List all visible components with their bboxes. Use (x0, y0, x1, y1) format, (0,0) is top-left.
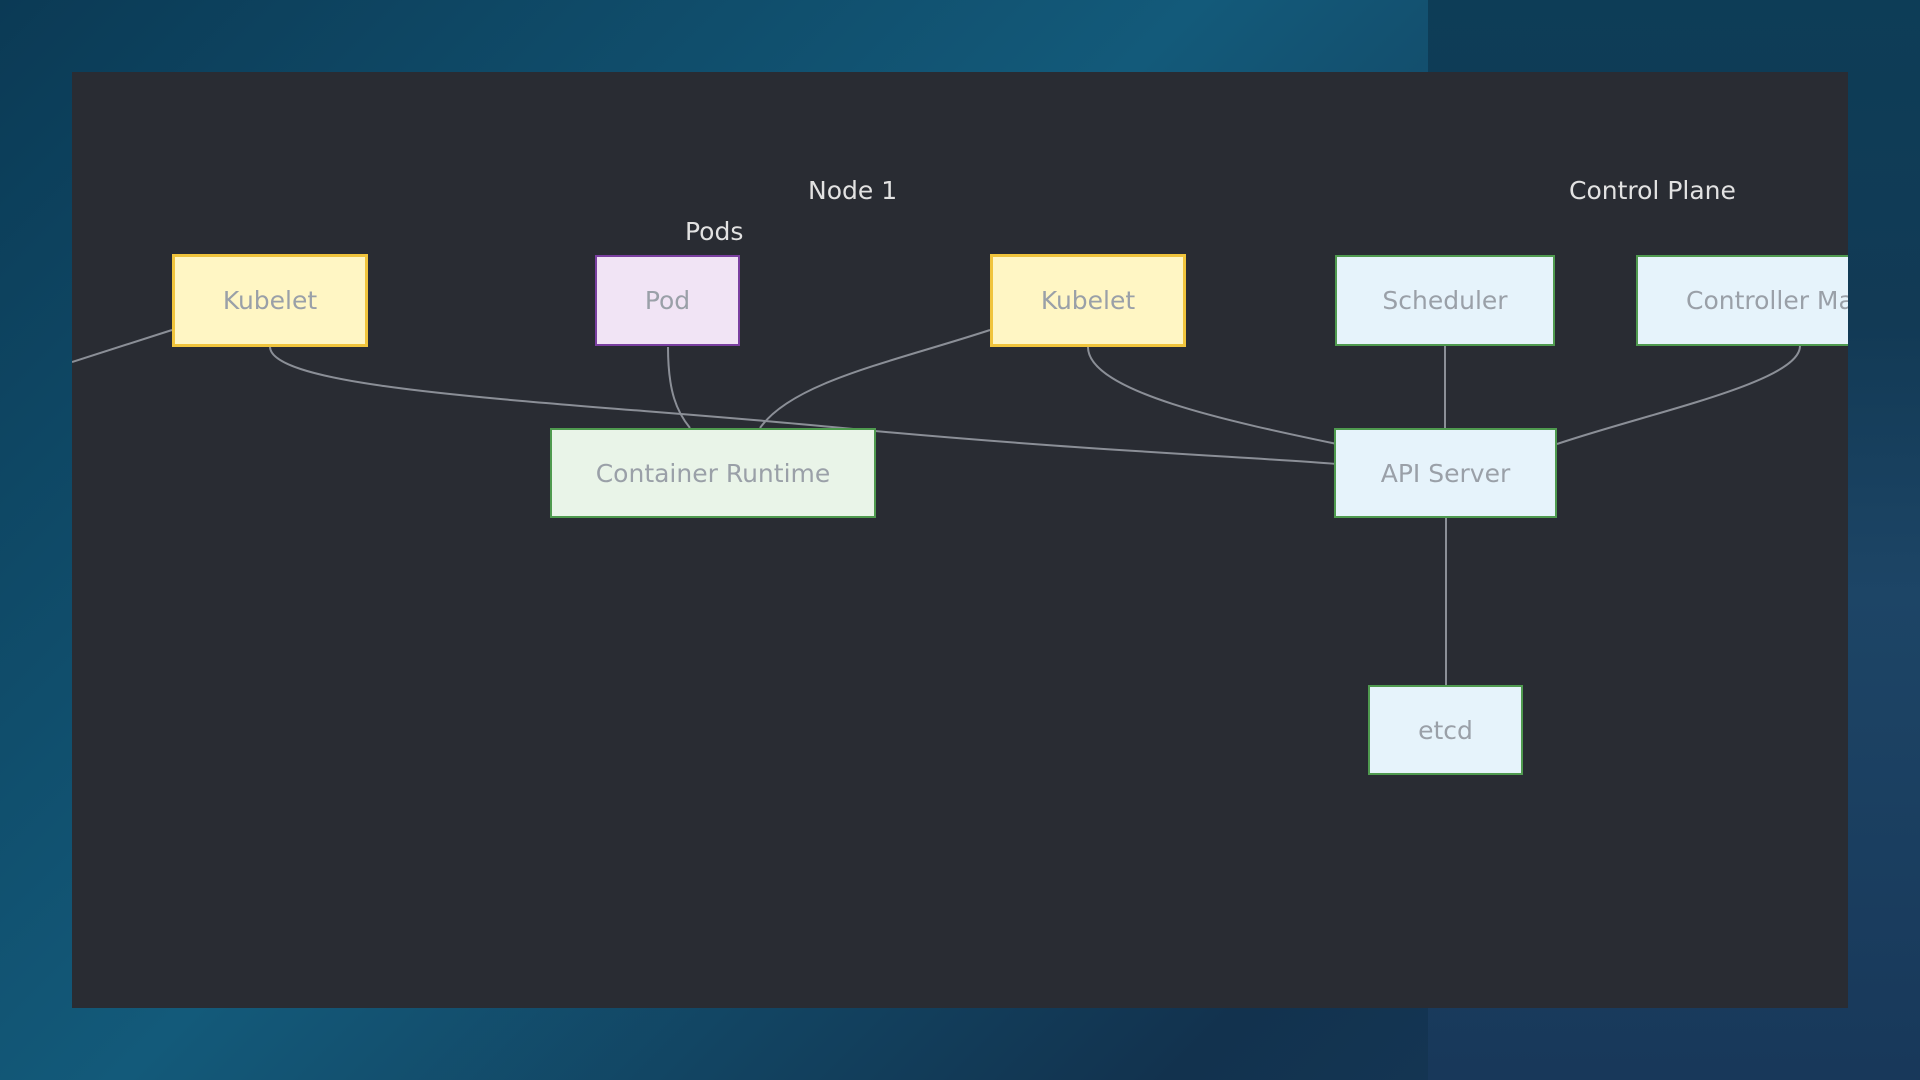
edge-offscreen-to-kubelet-left (72, 329, 173, 363)
scheduler-node[interactable]: Scheduler (1335, 255, 1555, 346)
diagram-edges (72, 329, 1801, 685)
etcd-node[interactable]: etcd (1368, 685, 1523, 775)
edge-pod-to-container-runtime (667, 346, 691, 429)
controller-manager-node-label: Controller Ma (1686, 286, 1848, 315)
kubelet-node-right[interactable]: Kubelet (990, 254, 1186, 347)
pod-node[interactable]: Pod (595, 255, 740, 346)
pod-node-label: Pod (644, 286, 691, 315)
edge-kubelet-left-to-api-server (269, 346, 1338, 465)
diagram-canvas: Node 1 Pods Control Plane Kubelet Pod Ku… (72, 72, 1848, 1008)
api-server-node-label: API Server (1380, 458, 1511, 488)
edge-kubelet-right-to-api-server (1087, 346, 1338, 445)
container-runtime-node[interactable]: Container Runtime (550, 428, 876, 518)
controller-manager-node[interactable]: Controller Ma (1636, 255, 1848, 346)
container-runtime-node-label: Container Runtime (595, 458, 831, 488)
group-label-pods: Pods (685, 217, 744, 246)
edge-kubelet-right-to-container-runtime (759, 329, 991, 429)
group-label-control-plane: Control Plane (1569, 176, 1736, 205)
kubelet-node-left-label: Kubelet (222, 286, 318, 315)
etcd-node-label: etcd (1418, 715, 1473, 745)
edge-controller-manager-to-api-server (1556, 345, 1801, 445)
scheduler-node-label: Scheduler (1382, 286, 1508, 315)
kubelet-node-right-label: Kubelet (1040, 286, 1136, 315)
api-server-node[interactable]: API Server (1334, 428, 1557, 518)
kubelet-node-left[interactable]: Kubelet (172, 254, 368, 347)
group-label-node1: Node 1 (808, 176, 898, 205)
